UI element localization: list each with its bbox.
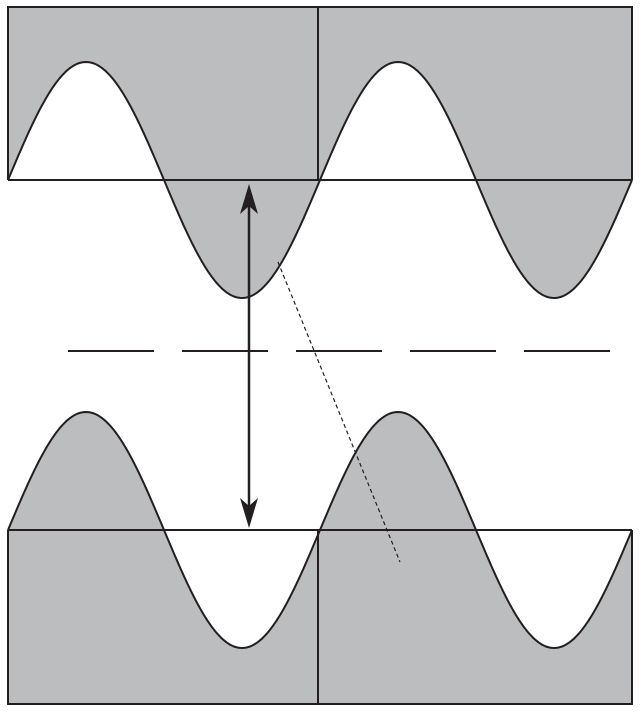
arrow-head-down-icon (240, 498, 258, 528)
lower-plate (7, 410, 633, 705)
arrow-head-up-icon (240, 184, 258, 214)
upper-plate-shaded-region (8, 7, 632, 298)
lower-plate-frame (7, 530, 633, 705)
upper-plate-frame (7, 6, 633, 180)
dotted-guide-line (277, 261, 401, 563)
double-arrow (240, 184, 258, 528)
upper-plate (7, 6, 633, 300)
lower-plate-shaded-region (8, 412, 632, 704)
